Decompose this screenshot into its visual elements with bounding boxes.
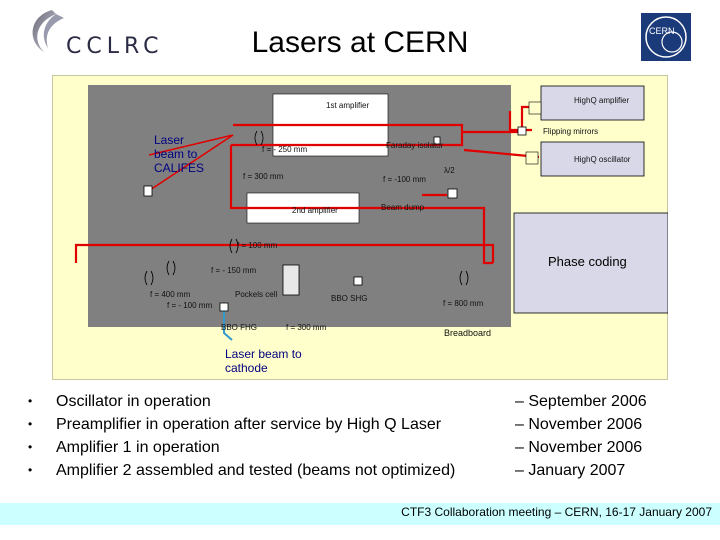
label-laser-cathode: Laser beam to cathode [225,347,302,375]
bbo-shg-crystal [353,276,363,286]
label-bbo-shg: BBO SHG [331,294,368,303]
bbo-fhg-crystal [219,302,229,312]
lenses [144,130,469,286]
bullet-icon: • [28,394,33,408]
list-item: • Preamplifier in operation after service… [28,413,508,436]
status-list: • Oscillator in operation • Preamplifier i… [28,390,508,482]
list-item-date: – November 2006 [515,439,643,456]
bullet-icon: • [28,417,33,431]
label-f-300-bottom: f = 300 mm [286,323,327,332]
list-item: • Oscillator in operation [28,390,508,413]
beam-upper-return [231,123,464,147]
list-item-text: Oscillator in operation [56,393,211,410]
laser-layout-diagram [74,85,668,341]
label-laser-califes: Laser beam to CALIFES [154,133,205,175]
label-pockels-cell: Pockels cell [235,290,278,299]
list-item: • Amplifier 1 in operation [28,436,508,459]
page-title: Lasers at CERN [251,26,469,59]
califes-output [143,185,153,197]
label-f-100: f = 100 mm [237,241,278,250]
list-item-date: – September 2006 [515,393,647,410]
beam-to-califes [146,134,234,193]
footer-bar [0,503,720,525]
label-f-minus-100-top: f = -100 mm [383,175,426,184]
beam-califes-b [148,134,234,156]
label-f-400: f = 400 mm [150,290,191,299]
label-flipping-mirrors: Flipping mirrors [543,127,599,136]
label-f-minus-250: f = - 250 mm [262,145,308,154]
list-item-date: – November 2006 [515,416,643,433]
bullet-icon: • [28,463,33,477]
label-faraday-isolator: Faraday isolator [386,141,444,150]
highq-osc-input [525,151,539,165]
mirrors [143,126,527,312]
mirror-flipping [517,126,527,136]
lens-f-minus-150 [166,260,176,276]
status-dates: – September 2006 – November 2006 – Novem… [515,390,715,482]
cern-logo-text: CERN [649,26,675,36]
cern-logo: CERN [641,13,691,61]
label-f-300-top: f = 300 mm [243,172,284,181]
footer-text: CTF3 Collaboration meeting – CERN, 16-17… [401,505,712,519]
beam-long-loop [74,243,495,263]
label-highq-amplifier: HighQ amplifier [574,96,630,105]
label-highq-oscillator: HighQ oscillator [574,155,631,164]
label-f-800: f = 800 mm [443,299,484,308]
label-amp2: 2nd amplifier [292,206,338,215]
bullet-icon: • [28,440,33,454]
label-lambda2: λ/2 [444,166,455,175]
uv-beam [223,310,233,341]
mirror-faraday-out [433,136,441,145]
list-item: • Amplifier 2 assembled and tested (beams… [28,459,508,482]
list-item-date: – January 2007 [515,462,626,479]
cclrc-logo [32,10,64,52]
label-amp1: 1st amplifier [326,101,370,110]
logo-text: CCLRC [66,34,164,59]
list-item-text: Amplifier 1 in operation [56,439,220,456]
beam-dump-block [447,188,458,199]
phase-coding-box [513,212,668,314]
label-breadboard: Breadboard [444,328,492,338]
label-f-minus-150: f = - 150 mm [211,266,257,275]
pockels-cell [282,264,300,296]
lens-f-400 [144,270,154,286]
lens-f-minus-250 [254,130,264,146]
label-f-minus-100-left: f = - 100 mm [167,301,213,310]
highq-oscillator-box [540,141,645,177]
lens-f-100 [229,238,239,254]
beam-to-amp2 [229,145,493,265]
label-phase-coding: Phase coding [548,254,627,269]
label-beam-dump: Beam dump [381,203,425,212]
list-item-text: Amplifier 2 assembled and tested (beams … [56,462,456,479]
list-item-text: Preamplifier in operation after service … [56,416,442,433]
lens-f-800 [459,270,469,286]
highq-amp-input [528,101,542,115]
label-bbo-fhg: BBO FHG [221,323,258,332]
